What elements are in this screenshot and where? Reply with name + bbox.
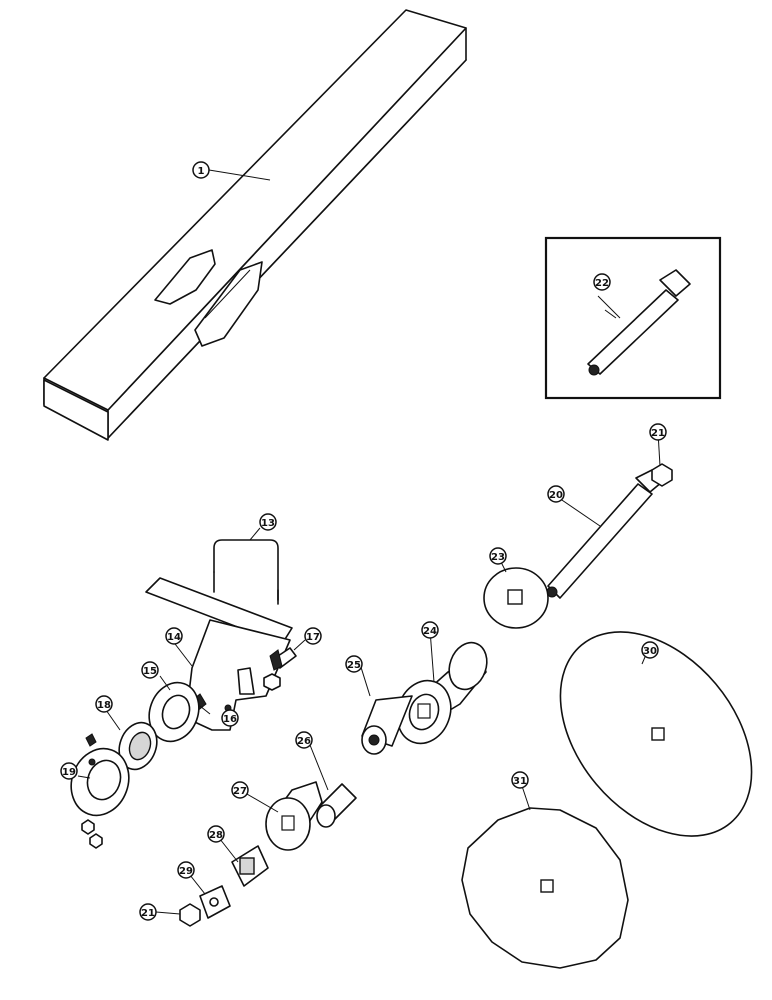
callout-20: 20	[547, 485, 565, 503]
callout-13: 13	[259, 513, 277, 531]
svg-text:29: 29	[179, 866, 193, 877]
svg-text:27: 27	[233, 786, 247, 797]
svg-text:21: 21	[651, 428, 665, 439]
svg-text:28: 28	[209, 830, 223, 841]
svg-text:14: 14	[167, 632, 181, 643]
spool-24	[396, 641, 488, 745]
washer-29	[199, 885, 231, 919]
callout-21-top: 21	[649, 423, 667, 441]
flange-15	[148, 681, 200, 743]
callout-31: 31	[511, 771, 529, 789]
cone-spacer-25	[361, 695, 413, 755]
callout-15: 15	[141, 661, 159, 679]
gang-bar	[43, 9, 467, 441]
cone-washer-27	[265, 781, 323, 851]
callout-22: 22	[593, 273, 611, 291]
axle-bolt-20	[546, 469, 663, 599]
end-cap-28	[231, 845, 269, 887]
spacer-tube-26	[316, 783, 357, 828]
svg-text:25: 25	[347, 660, 361, 671]
svg-text:1: 1	[198, 166, 205, 177]
nut-near-bracket	[263, 673, 281, 691]
callout-25: 25	[345, 655, 363, 673]
callout-30: 30	[641, 641, 659, 659]
callout-17: 17	[304, 627, 322, 645]
svg-text:15: 15	[143, 666, 157, 677]
plain-disc-30	[559, 631, 753, 837]
inset-box	[544, 236, 722, 400]
svg-text:20: 20	[549, 490, 563, 501]
nut-21-bottom	[179, 903, 201, 927]
bearing-18	[118, 721, 158, 771]
svg-text:26: 26	[297, 736, 311, 747]
callout-16: 16	[221, 709, 239, 727]
callout-29: 29	[177, 861, 195, 879]
svg-text:18: 18	[97, 700, 111, 711]
callout-14: 14	[165, 627, 183, 645]
u-bolt	[213, 539, 279, 605]
svg-text:23: 23	[491, 552, 505, 563]
axle-bolt-inset	[587, 269, 691, 376]
spool-end-23	[483, 567, 549, 629]
callout-28: 28	[207, 825, 225, 843]
callout-1: 1	[192, 161, 210, 179]
callout-24: 24	[421, 621, 439, 639]
svg-text:30: 30	[643, 646, 657, 657]
callout-18: 18	[95, 695, 113, 713]
callout-23: 23	[489, 547, 507, 565]
svg-text:17: 17	[306, 632, 320, 643]
svg-text:22: 22	[595, 278, 609, 289]
callout-19: 19	[60, 762, 78, 780]
bearing-housing-19	[70, 747, 130, 817]
callout-21-bottom: 21	[139, 903, 157, 921]
callout-26: 26	[295, 731, 313, 749]
svg-text:13: 13	[261, 518, 275, 529]
small-hardware	[81, 733, 103, 849]
nut-21-top	[651, 463, 673, 487]
callout-27: 27	[231, 781, 249, 799]
svg-text:21: 21	[141, 908, 155, 919]
svg-text:19: 19	[62, 767, 76, 778]
svg-text:16: 16	[223, 714, 237, 725]
svg-text:31: 31	[513, 776, 527, 787]
notched-disc-31	[461, 807, 629, 969]
bolt-17	[269, 647, 297, 671]
svg-text:24: 24	[423, 626, 437, 637]
